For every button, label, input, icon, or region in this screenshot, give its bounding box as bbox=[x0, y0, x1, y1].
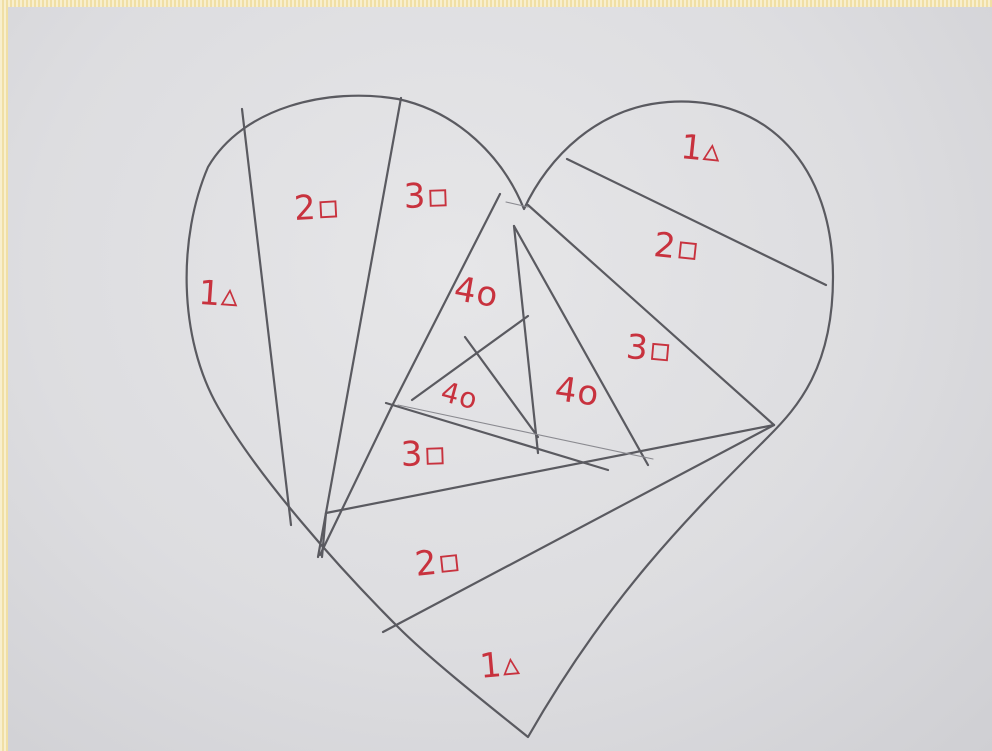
label-inner-4-top: 4o bbox=[451, 269, 502, 316]
label-left-1: 1▵ bbox=[197, 273, 240, 316]
heart-outline bbox=[187, 96, 833, 737]
label-bottom-2: 2▫ bbox=[413, 540, 464, 585]
pattern-lines bbox=[242, 98, 826, 632]
label-inner-3: 3▫ bbox=[400, 433, 448, 475]
heart-pattern-photo: 1▵ 2▫ 3▫ 4o 1▵ 2▫ 3▫ 4o 4o 3▫ 2▫ 1▵ bbox=[8, 7, 992, 751]
label-bottom-1: 1▵ bbox=[478, 643, 522, 686]
heart-pattern-drawing bbox=[8, 7, 992, 751]
label-left-2: 2▫ bbox=[293, 187, 342, 229]
label-upper-3: 3▫ bbox=[403, 175, 451, 217]
label-right-4: 4o bbox=[552, 369, 602, 415]
label-top-right-2: 2▫ bbox=[652, 225, 703, 270]
label-right-3: 3▫ bbox=[625, 327, 675, 371]
label-top-right-1: 1▵ bbox=[679, 127, 724, 171]
